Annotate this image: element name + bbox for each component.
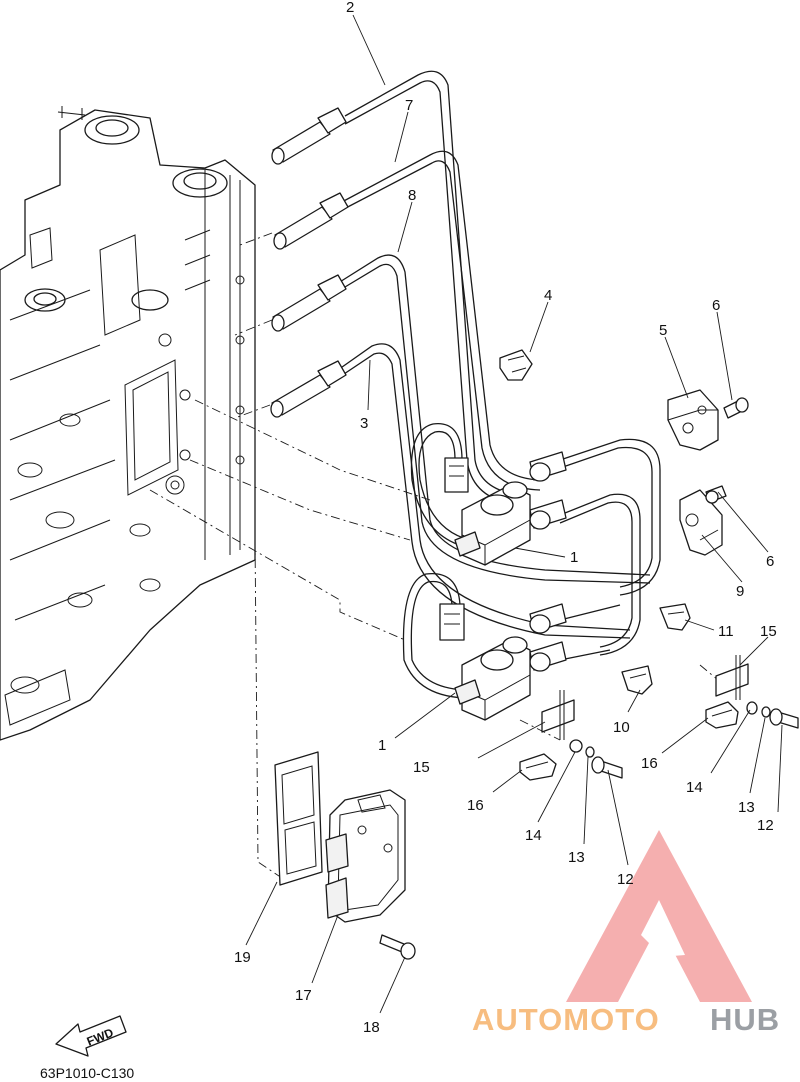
sensor-set-left (519, 690, 623, 781)
callout-16-right: 16 (641, 755, 658, 772)
callout-12-left: 12 (617, 871, 634, 888)
callout-17: 17 (295, 987, 312, 1004)
callout-8: 8 (408, 187, 416, 204)
callout-2: 2 (346, 0, 354, 16)
callout-19: 19 (234, 949, 251, 966)
callout-lines (245, 14, 783, 1014)
spark-plug-cables (270, 70, 661, 672)
fwd-arrow: FWD (55, 1015, 127, 1057)
callout-1-lower: 1 (378, 737, 386, 754)
callout-12-right: 12 (757, 817, 774, 834)
clip-10 (621, 665, 653, 695)
callout-9: 9 (736, 583, 744, 600)
ignition-coil-upper (410, 423, 531, 566)
coil-boots (529, 451, 567, 672)
leader-lines (149, 232, 731, 881)
bolt-18 (379, 934, 416, 960)
callout-10: 10 (613, 719, 630, 736)
drawing-code: 63P1010-C130 (40, 1065, 134, 1081)
watermark-inner-mark (641, 900, 685, 958)
plug-cap-2 (271, 107, 347, 165)
ignition-coil-lower (402, 572, 531, 721)
callout-15-left: 15 (413, 759, 430, 776)
plug-cap-8 (271, 274, 347, 332)
clip-11 (659, 603, 691, 631)
bolt-6a (723, 397, 749, 419)
callout-13-left: 13 (568, 849, 585, 866)
bolt-6b (705, 485, 727, 504)
callout-7: 7 (405, 97, 413, 114)
callout-5: 5 (659, 322, 667, 339)
watermark-brand-part2: HUB (710, 1002, 780, 1037)
automotohub-watermark: AUTOMOTO HUB (472, 830, 780, 1037)
plug-cap-3 (270, 360, 347, 418)
callout-4: 4 (544, 287, 552, 304)
callout-15-right: 15 (760, 623, 777, 640)
callout-14-left: 14 (525, 827, 542, 844)
callout-3: 3 (360, 415, 368, 432)
cdi-unit-17 (325, 789, 406, 923)
callout-16-left: 16 (467, 797, 484, 814)
callout-1-upper: 1 (570, 549, 578, 566)
watermark-brand-part1: AUTOMOTO (472, 1002, 660, 1037)
gasket-19 (274, 751, 323, 886)
callout-6-upper: 6 (712, 297, 720, 314)
engine-block (0, 106, 256, 741)
callout-11: 11 (718, 623, 734, 640)
sensor-set-right (705, 655, 799, 729)
plug-cap-7 (273, 192, 349, 250)
clamp-4 (499, 349, 533, 381)
bracket-9 (679, 489, 723, 556)
callout-numbers: 2 7 8 4 5 6 3 1 6 9 11 15 10 1 16 15 14 … (234, 0, 777, 1036)
callout-13-right: 13 (738, 799, 755, 816)
callout-18: 18 (363, 1019, 380, 1036)
callout-14-right: 14 (686, 779, 703, 796)
callout-6-lower: 6 (766, 553, 774, 570)
bracket-5 (667, 389, 719, 451)
